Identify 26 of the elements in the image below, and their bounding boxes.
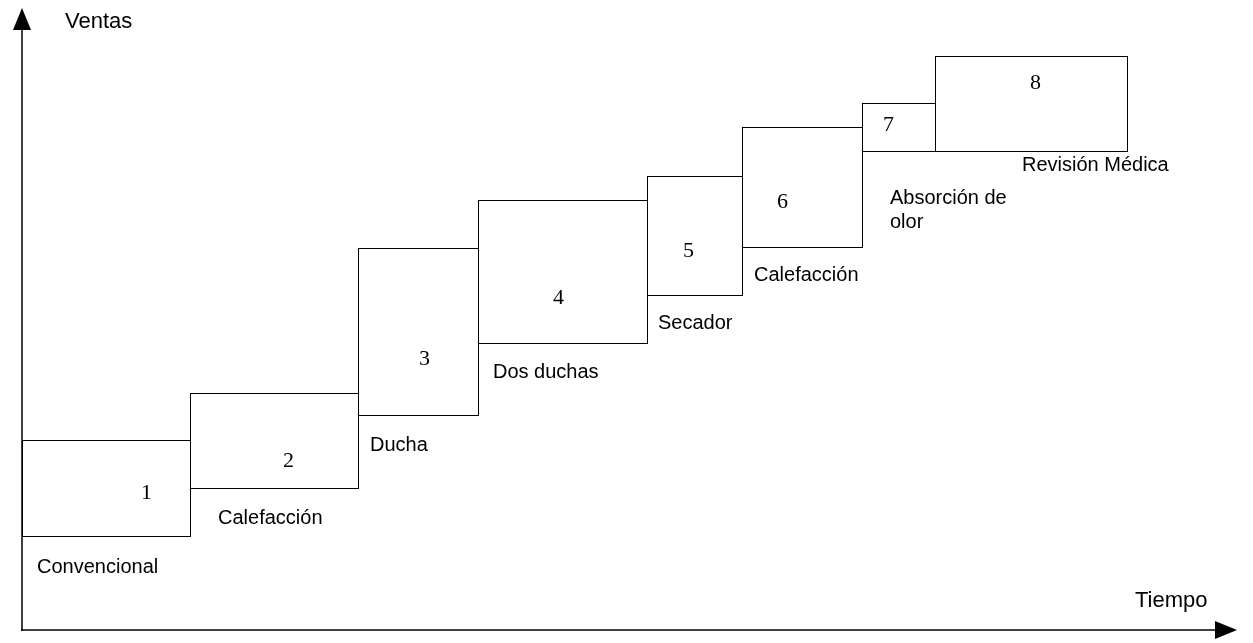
step-box — [190, 393, 359, 489]
step-number: 5 — [683, 239, 694, 261]
step-number: 4 — [553, 286, 564, 308]
step-number: 2 — [283, 449, 294, 471]
step-label: Secador — [658, 310, 733, 334]
step-number: 1 — [141, 481, 152, 503]
step-number: 8 — [1030, 71, 1041, 93]
step-box — [935, 56, 1128, 152]
axis-label: Tiempo — [1135, 587, 1208, 614]
step-label: Ducha — [370, 432, 428, 456]
step-label: Calefacción — [754, 262, 859, 286]
step-label: Calefacción — [218, 505, 323, 529]
step-label: Convencional — [37, 554, 159, 578]
step-label: Absorción de olor — [890, 185, 1008, 233]
step-box — [22, 440, 191, 537]
step-box — [862, 103, 936, 152]
step-box — [478, 200, 648, 344]
step-number: 6 — [777, 190, 788, 212]
axis-label: Ventas — [65, 8, 133, 35]
step-label: Dos duchas — [493, 359, 599, 383]
step-number: 3 — [419, 347, 430, 369]
step-label: Revisión Médica — [1022, 152, 1169, 176]
step-number: 7 — [883, 113, 894, 135]
step-box — [742, 127, 863, 248]
step-box — [358, 248, 479, 416]
step-box — [647, 176, 743, 296]
